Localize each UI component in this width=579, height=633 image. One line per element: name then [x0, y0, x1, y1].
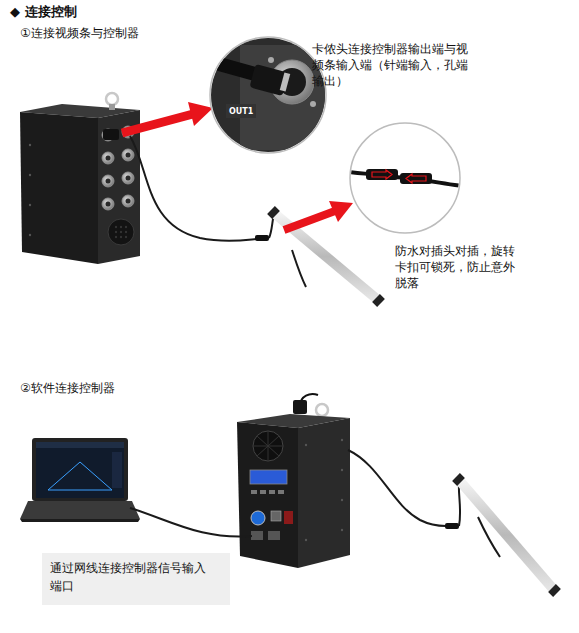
grille-holes — [115, 226, 127, 238]
controller-front — [20, 112, 98, 264]
cable-connector — [255, 235, 269, 241]
controller-side — [298, 418, 350, 568]
port-centers — [106, 130, 131, 207]
screen-toolbar — [36, 442, 124, 448]
cable-connector — [445, 523, 459, 529]
cable-tail — [478, 517, 500, 557]
lcd-display — [250, 470, 287, 484]
hanging-ring — [106, 93, 118, 105]
laptop-lid — [32, 438, 128, 501]
bar-cap — [271, 210, 276, 215]
note-text: 通过网线连接控制器信号输入端口 — [50, 559, 210, 595]
screen-panel — [112, 452, 122, 488]
panel-dot — [29, 174, 31, 176]
panel-dots — [305, 439, 343, 541]
step-heading: ②软件连接控制器 — [20, 380, 270, 396]
network-port — [268, 531, 280, 540]
power-switch — [284, 511, 293, 524]
fan-grille — [253, 431, 283, 461]
screen-graphic — [48, 462, 112, 490]
panel-dot — [29, 234, 31, 236]
laptop — [20, 438, 140, 522]
section-title: ◆ 连接控制 — [10, 3, 210, 20]
fan-guard — [253, 431, 283, 461]
xlr-ports — [102, 126, 134, 210]
powercon-port — [251, 511, 265, 525]
bar-cap — [456, 477, 461, 482]
video-bar — [459, 480, 554, 590]
step-heading: ①连接视频条与控制器 — [20, 25, 270, 41]
cable — [348, 450, 446, 526]
controller-unit — [237, 394, 350, 568]
laptop-base — [20, 501, 140, 519]
controller-front — [237, 422, 298, 568]
callout-note: 防水对插头对插，旋转卡扣可锁死，防止意外脱落 — [395, 243, 517, 291]
hanging-ring — [316, 404, 328, 416]
laptop-screen — [36, 442, 124, 498]
bar-cap — [552, 588, 557, 593]
panel-dot — [29, 204, 31, 206]
network-port — [251, 531, 263, 540]
controller-unit — [20, 93, 140, 264]
cable-tail — [292, 250, 306, 287]
panel-dot — [29, 144, 31, 146]
pointer-arrow — [284, 201, 353, 230]
signal-port — [271, 511, 281, 521]
buttons — [251, 490, 284, 494]
zoom-circle — [348, 123, 462, 233]
note-box: 通过网线连接控制器信号输入端口 — [42, 553, 230, 605]
cable — [130, 136, 256, 241]
plugged-connector — [103, 129, 119, 140]
callout-note: 卡侬头连接控制器输出端与视频条输入端（针端输入，孔端输出） — [312, 41, 470, 89]
network-cable — [130, 508, 252, 537]
screen-graphic — [48, 490, 112, 491]
bar-cap — [376, 298, 381, 303]
port-label: OUT1 — [229, 107, 269, 117]
laptop-edge — [20, 519, 140, 522]
speaker-grille — [108, 219, 134, 245]
power-plug — [293, 400, 307, 414]
pointer-arrow — [122, 102, 213, 133]
ring-base — [109, 104, 115, 110]
